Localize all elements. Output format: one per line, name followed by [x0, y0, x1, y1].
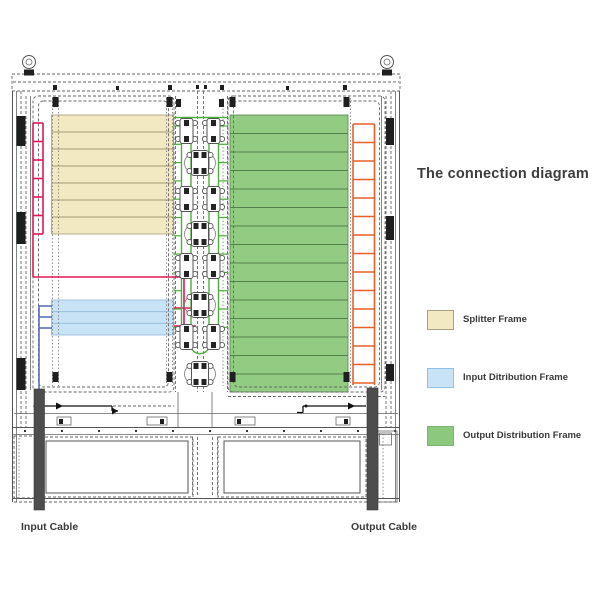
hinge-icon [16, 358, 26, 390]
door-hinges [16, 116, 394, 390]
left-eye-bolt-icon [22, 55, 36, 69]
hinge-icon [386, 118, 394, 145]
splitter-frame-shelves [51, 114, 174, 235]
input-distribution-frame-swatch [427, 368, 454, 388]
input-cable-bar [33, 388, 45, 511]
output-distribution-shelves [229, 114, 349, 393]
ground-cable-arrows [44, 402, 366, 415]
input-feed-wire [38, 305, 52, 389]
hinge-icon [16, 212, 26, 244]
output-distribution-frame-swatch [427, 426, 454, 446]
page-title: The connection diagram [417, 166, 589, 182]
hinge-icon [16, 116, 26, 146]
left-bottom-bay [39, 436, 194, 498]
legend-label: Output Distribution Frame [463, 430, 582, 441]
input-cable-label: Input Cable [21, 521, 79, 533]
floor-brackets [56, 416, 351, 426]
hinge-icon [386, 216, 394, 240]
cabinet-base [12, 396, 400, 503]
splitter-frame-swatch [427, 310, 454, 330]
right-bottom-bay [217, 436, 367, 498]
output-feed-wire [352, 123, 376, 385]
splitter-modules [174, 118, 226, 387]
legend-label: Splitter Frame [463, 314, 527, 325]
hinge-icon [386, 364, 394, 381]
input-distribution-shelves [51, 299, 174, 336]
right-eye-bolt-icon [380, 55, 394, 69]
output-cable-bar [366, 387, 379, 511]
legend-label: Input Ditribution Frame [463, 372, 569, 383]
output-cable-label: Output Cable [351, 521, 417, 533]
